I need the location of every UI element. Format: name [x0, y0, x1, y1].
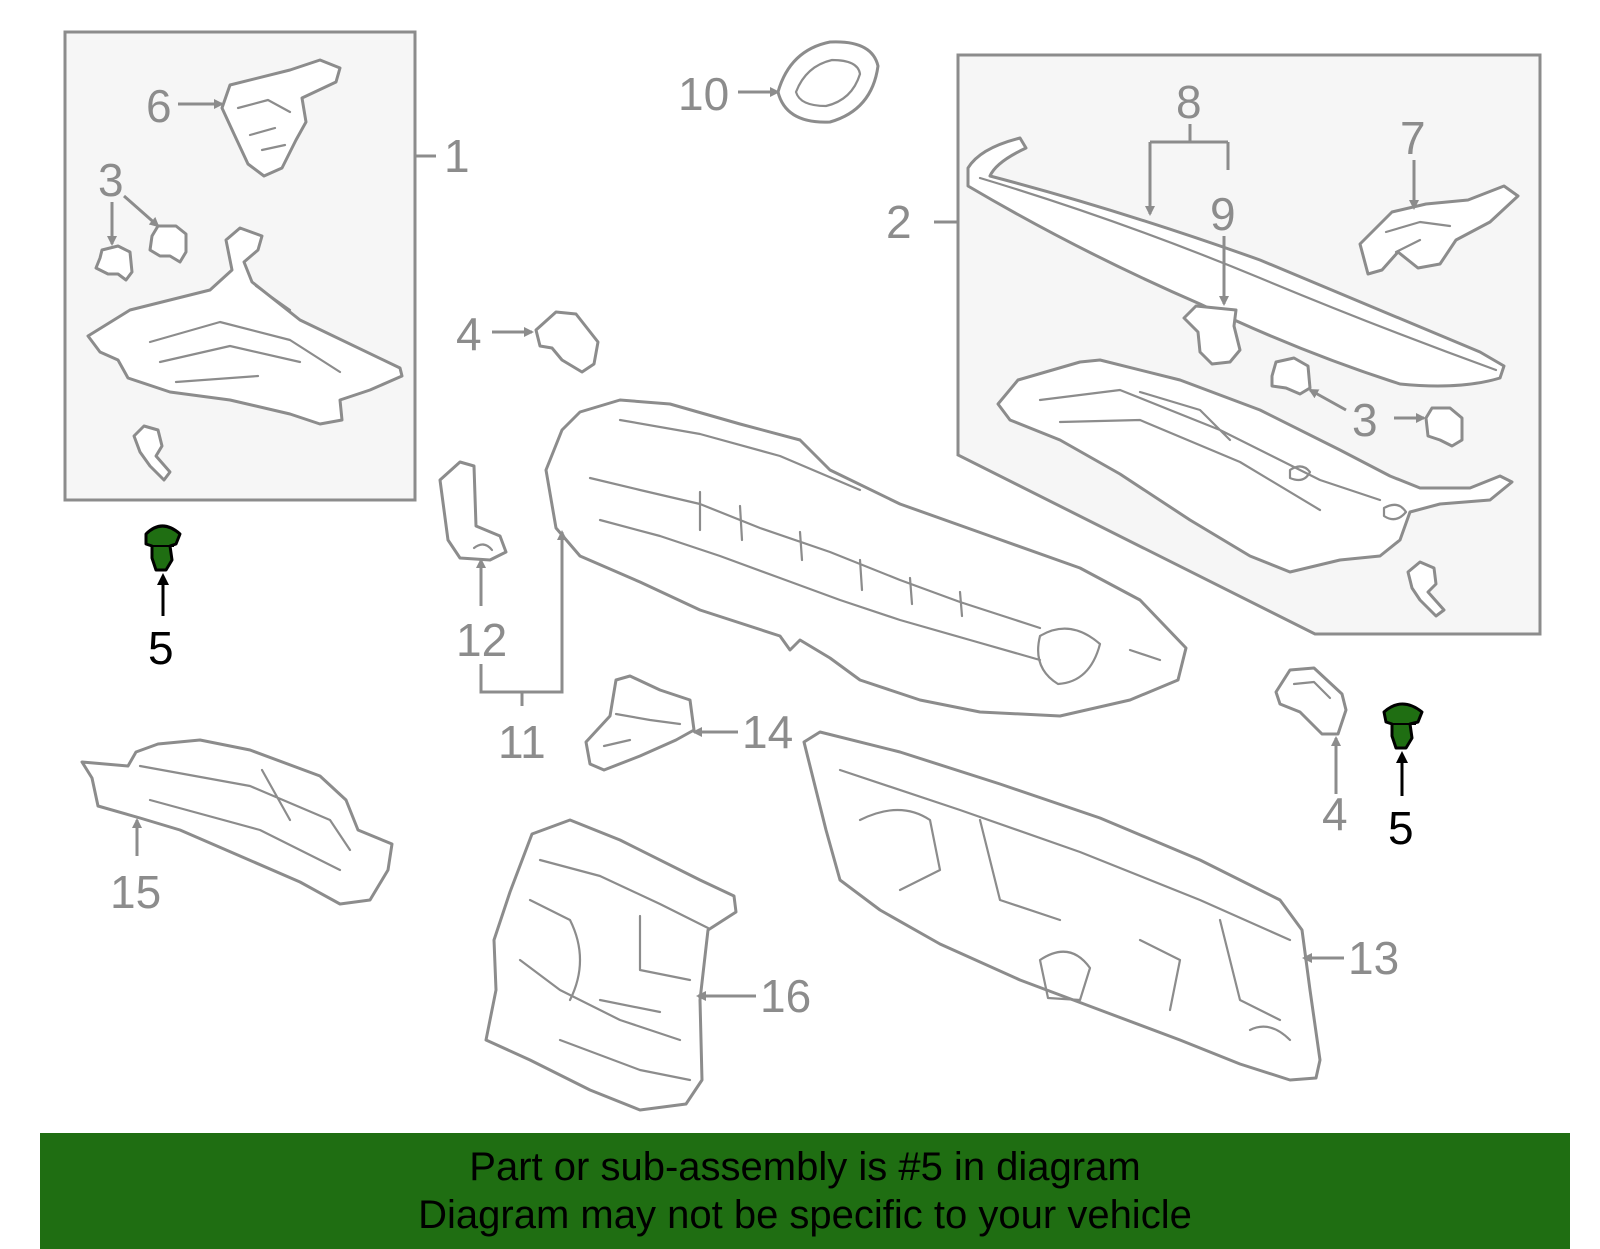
part-2-upper-cowl-panel [996, 358, 1514, 574]
callout-6: 6 [146, 80, 172, 132]
part-3-clip-box2-b [1424, 406, 1464, 448]
part-8-seal-strip [966, 136, 1506, 388]
part-5-clip-left[interactable] [144, 524, 182, 572]
part-12-bracket [438, 460, 508, 562]
part-11-dash-insulator [544, 398, 1188, 718]
leader-3a-2 [123, 194, 160, 228]
part-5-clip-right[interactable] [1382, 702, 1424, 750]
callout-5-left: 5 [148, 622, 174, 674]
part-3-clip-box2-a [1270, 356, 1312, 396]
callout-12: 12 [456, 614, 507, 666]
part-6-bracket [220, 58, 342, 178]
part-1-bolt [132, 424, 172, 482]
part-7-bracket [1358, 184, 1520, 276]
part-14-bracket [584, 674, 696, 772]
callout-16: 16 [760, 970, 811, 1022]
callout-3-left: 3 [98, 154, 124, 206]
part-15-side-panel [80, 738, 394, 906]
callout-11: 11 [498, 716, 546, 768]
callout-4-lower: 4 [1322, 788, 1348, 840]
callout-1: 1 [444, 130, 470, 182]
callout-15: 15 [110, 866, 161, 918]
part-13-dash-panel [802, 730, 1322, 1082]
banner-line-2: Diagram may not be specific to your vehi… [418, 1193, 1192, 1237]
banner-line-1: Part or sub-assembly is #5 in diagram [469, 1145, 1141, 1189]
callout-8: 8 [1176, 76, 1202, 128]
part-1-cowl-panel [86, 226, 404, 426]
part-4-clip-lower [1274, 666, 1348, 736]
part-3-clip-right [148, 224, 188, 264]
part-4-clip-upper [534, 310, 600, 374]
part-2-bolt [1406, 560, 1446, 618]
info-banner: Part or sub-assembly is #5 in diagram Di… [40, 1133, 1570, 1249]
part-9-clip [1182, 304, 1242, 366]
callout-3-right: 3 [1352, 394, 1378, 446]
callout-5-right: 5 [1388, 802, 1414, 854]
callout-4-upper: 4 [456, 308, 482, 360]
part-10-grommet [776, 40, 880, 124]
callout-14: 14 [742, 706, 793, 758]
leader-3b-1 [1308, 388, 1347, 412]
callout-2: 2 [886, 196, 912, 248]
callout-10: 10 [678, 68, 729, 120]
callout-9: 9 [1210, 188, 1236, 240]
callout-13: 13 [1348, 932, 1399, 984]
callout-7: 7 [1400, 112, 1426, 164]
part-3-clip-left [94, 244, 134, 282]
part-16-insulator [484, 818, 738, 1112]
